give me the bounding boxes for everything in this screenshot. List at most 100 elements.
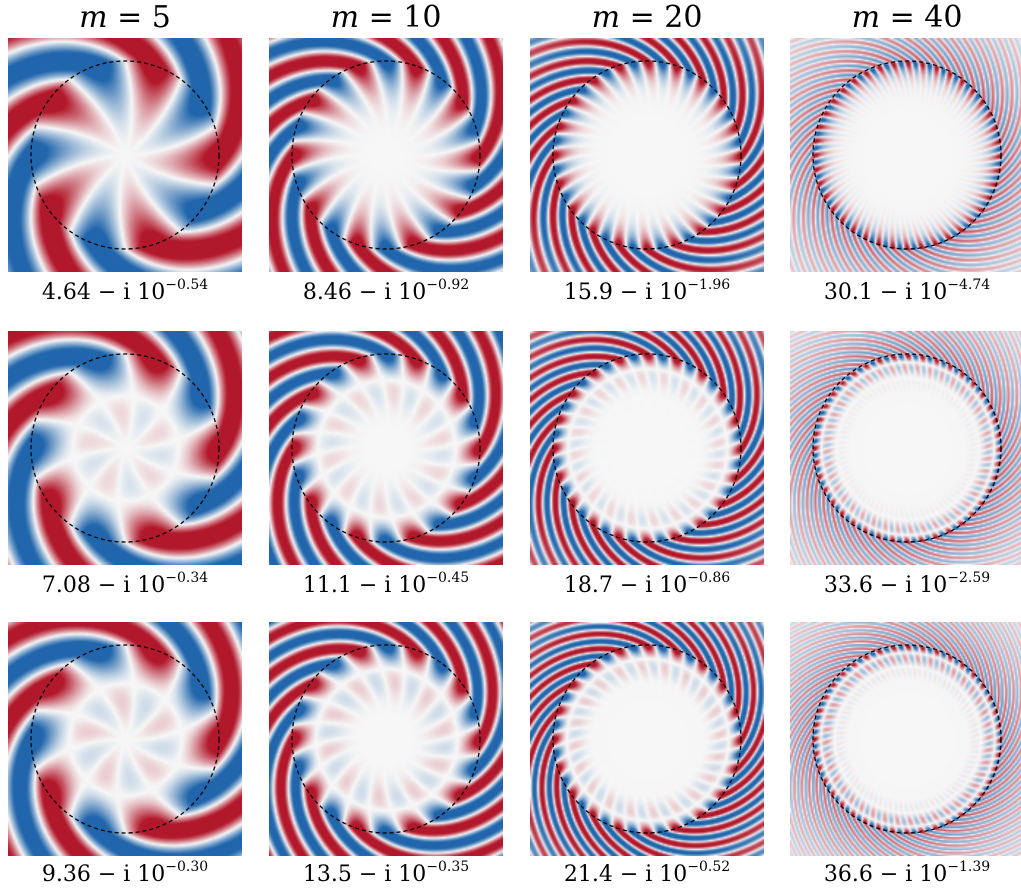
field-image [8, 331, 242, 565]
eigenvalue-caption-r1-m10: 8.46 − i 10−0.92 [256, 273, 516, 313]
imag-prefix: − i 10 [358, 862, 427, 887]
dashed-circle [291, 353, 481, 543]
real-part: 8.46 [302, 280, 352, 305]
dashed-circle [30, 60, 220, 250]
circle-overlay [291, 353, 481, 543]
mode-panel-r3-m20 [530, 622, 764, 856]
imag-prefix: − i 10 [358, 280, 427, 305]
imag-exponent: −1.39 [947, 859, 991, 875]
mode-panel-r3-m40 [790, 622, 1021, 856]
mode-panel-r1-m10 [269, 38, 503, 272]
imag-prefix: − i 10 [97, 573, 166, 598]
eigenvalue-caption-r1-m20: 15.9 − i 10−1.96 [517, 273, 777, 313]
circle-overlay [552, 60, 742, 250]
real-part: 18.7 [563, 573, 613, 598]
imag-exponent: −4.74 [947, 277, 991, 293]
dashed-circle [30, 353, 220, 543]
real-part: 4.64 [41, 280, 91, 305]
dashed-circle [552, 644, 742, 834]
mode-panel-r3-m10 [269, 622, 503, 856]
imag-exponent: −0.92 [426, 277, 470, 293]
circle-overlay [552, 353, 742, 543]
field-image [530, 622, 764, 856]
dashed-circle [552, 353, 742, 543]
mode-panel-r2-m5 [8, 331, 242, 565]
circle-overlay [30, 644, 220, 834]
real-part: 11.1 [302, 573, 352, 598]
mode-panel-r1-m20 [530, 38, 764, 272]
mode-panel-r1-m40 [790, 38, 1021, 272]
imag-exponent: −0.52 [687, 859, 731, 875]
imag-prefix: − i 10 [358, 573, 427, 598]
real-part: 21.4 [563, 862, 613, 887]
field-image [269, 331, 503, 565]
eigenvalue-caption-r3-m20: 21.4 − i 10−0.52 [517, 855, 777, 895]
circle-overlay [30, 353, 220, 543]
eigenvalue-caption-r3-m40: 36.6 − i 10−1.39 [777, 855, 1021, 895]
field-image [530, 38, 764, 272]
column-header-m10: m = 10 [330, 0, 442, 35]
field-image [530, 331, 764, 565]
eigenvalue-caption-r2-m10: 11.1 − i 10−0.45 [256, 566, 516, 606]
imag-exponent: −0.86 [687, 570, 731, 586]
field-image [790, 622, 1021, 856]
mode-panel-r2-m20 [530, 331, 764, 565]
mode-panel-r2-m10 [269, 331, 503, 565]
column-header-m40: m = 40 [851, 0, 963, 35]
imag-exponent: −0.30 [165, 859, 209, 875]
dashed-circle [812, 644, 1002, 834]
field-image [8, 622, 242, 856]
circle-overlay [291, 60, 481, 250]
imag-prefix: − i 10 [619, 280, 688, 305]
circle-overlay [552, 644, 742, 834]
eigenvalue-caption-r1-m40: 30.1 − i 10−4.74 [777, 273, 1021, 313]
dashed-circle [812, 353, 1002, 543]
field-image [8, 38, 242, 272]
eigenvalue-caption-r2-m20: 18.7 − i 10−0.86 [517, 566, 777, 606]
imag-exponent: −0.54 [165, 277, 209, 293]
imag-prefix: − i 10 [879, 280, 948, 305]
eigenvalue-caption-r3-m10: 13.5 − i 10−0.35 [256, 855, 516, 895]
eigenvalue-caption-r2-m5: 7.08 − i 10−0.34 [0, 566, 255, 606]
column-header-m20: m = 20 [591, 0, 703, 35]
real-part: 30.1 [823, 280, 873, 305]
imag-prefix: − i 10 [879, 573, 948, 598]
imag-exponent: −0.35 [426, 859, 470, 875]
imag-exponent: −1.96 [687, 277, 731, 293]
imag-prefix: − i 10 [97, 862, 166, 887]
field-image [790, 38, 1021, 272]
imag-prefix: − i 10 [97, 280, 166, 305]
circle-overlay [30, 60, 220, 250]
real-part: 33.6 [823, 573, 873, 598]
mode-panel-r1-m5 [8, 38, 242, 272]
real-part: 36.6 [823, 862, 873, 887]
field-image [790, 331, 1021, 565]
imag-exponent: −0.34 [165, 570, 209, 586]
imag-prefix: − i 10 [619, 573, 688, 598]
eigenvalue-caption-r3-m5: 9.36 − i 10−0.30 [0, 855, 255, 895]
real-part: 7.08 [41, 573, 91, 598]
eigenvalue-caption-r1-m5: 4.64 − i 10−0.54 [0, 273, 255, 313]
circle-overlay [291, 644, 481, 834]
mode-panel-r2-m40 [790, 331, 1021, 565]
imag-prefix: − i 10 [619, 862, 688, 887]
dashed-circle [291, 60, 481, 250]
circle-overlay [812, 60, 1002, 250]
column-header-m5: m = 5 [79, 0, 171, 35]
eigenvalue-caption-r2-m40: 33.6 − i 10−2.59 [777, 566, 1021, 606]
real-part: 9.36 [41, 862, 91, 887]
dashed-circle [552, 60, 742, 250]
imag-exponent: −2.59 [947, 570, 991, 586]
dashed-circle [291, 644, 481, 834]
real-part: 13.5 [302, 862, 352, 887]
imag-prefix: − i 10 [879, 862, 948, 887]
field-image [269, 38, 503, 272]
real-part: 15.9 [563, 280, 613, 305]
field-image [269, 622, 503, 856]
mode-panel-r3-m5 [8, 622, 242, 856]
imag-exponent: −0.45 [426, 570, 470, 586]
circle-overlay [812, 353, 1002, 543]
dashed-circle [812, 60, 1002, 250]
circle-overlay [812, 644, 1002, 834]
dashed-circle [30, 644, 220, 834]
